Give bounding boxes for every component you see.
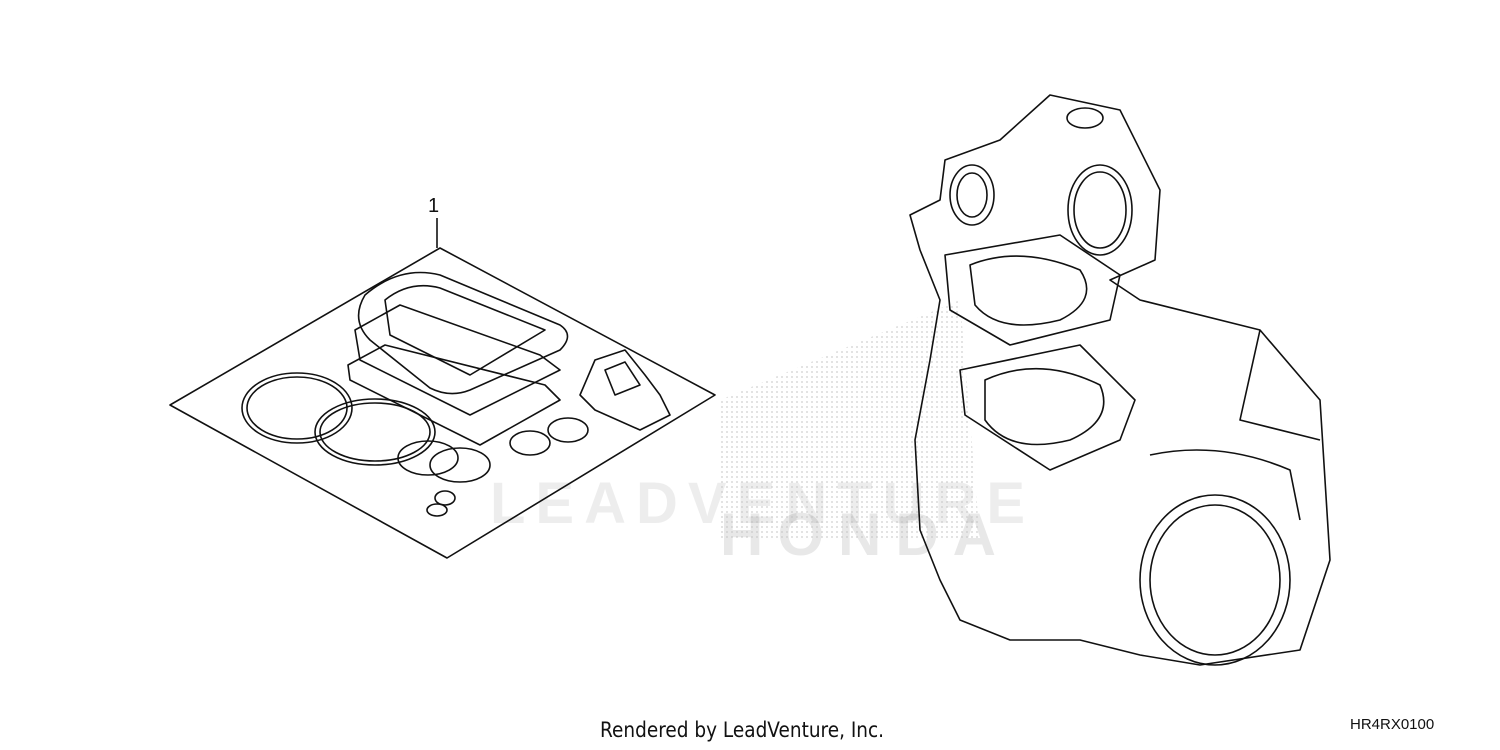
diagram-code: HR4RX0100 — [1350, 716, 1435, 733]
gasket-kit[interactable] — [169, 218, 716, 559]
engine-assembly[interactable] — [909, 94, 1331, 666]
honda-wing-watermark — [720, 300, 980, 540]
callout-1[interactable]: 1 — [428, 195, 440, 217]
footer-credit: Rendered by LeadVenture, Inc. — [600, 718, 885, 742]
gasket-kit-bag — [169, 247, 716, 559]
